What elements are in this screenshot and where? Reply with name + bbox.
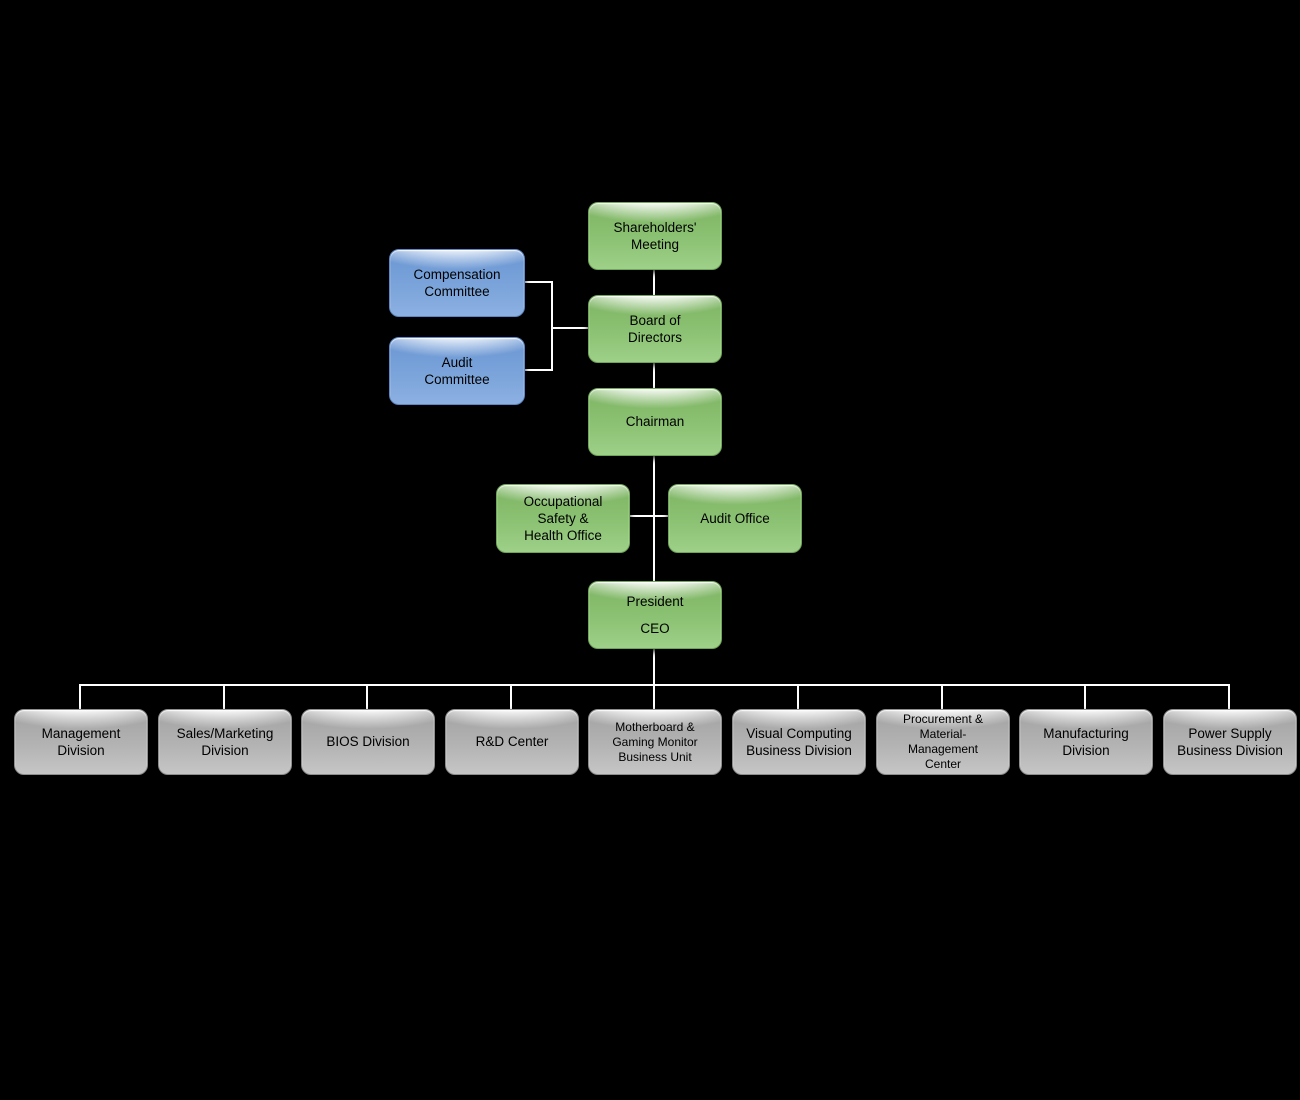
- node-audit-office: Audit Office: [668, 484, 802, 553]
- connector-line: [653, 267, 655, 296]
- node-shareholders-meeting: Shareholders'Meeting: [588, 202, 722, 270]
- node-label: BIOS Division: [326, 734, 410, 750]
- connector-line: [653, 360, 655, 389]
- connector-line: [510, 685, 512, 710]
- connector-line: [627, 515, 669, 517]
- node-label: Shareholders'Meeting: [613, 219, 697, 252]
- connector-line: [551, 281, 553, 371]
- connector-line: [1228, 685, 1230, 710]
- node-label: Chairman: [625, 414, 685, 430]
- connector-line: [366, 685, 368, 710]
- node-chairman: Chairman: [588, 388, 722, 456]
- connector-line: [551, 327, 590, 329]
- connector-line: [223, 685, 225, 710]
- connector-line: [797, 685, 799, 710]
- connector-line: [79, 685, 81, 710]
- node-label: R&D Center: [475, 734, 549, 750]
- connector-line: [1084, 685, 1086, 710]
- connector-line: [941, 685, 943, 710]
- node-label: Audit Office: [700, 510, 770, 526]
- node-rd-center: R&D Center: [445, 709, 579, 775]
- connector-line: [653, 646, 655, 686]
- node-bios-division: BIOS Division: [301, 709, 435, 775]
- connector-line: [653, 685, 655, 710]
- connector-line: [523, 369, 553, 371]
- connector-line: [653, 453, 655, 582]
- connector-line: [523, 281, 553, 283]
